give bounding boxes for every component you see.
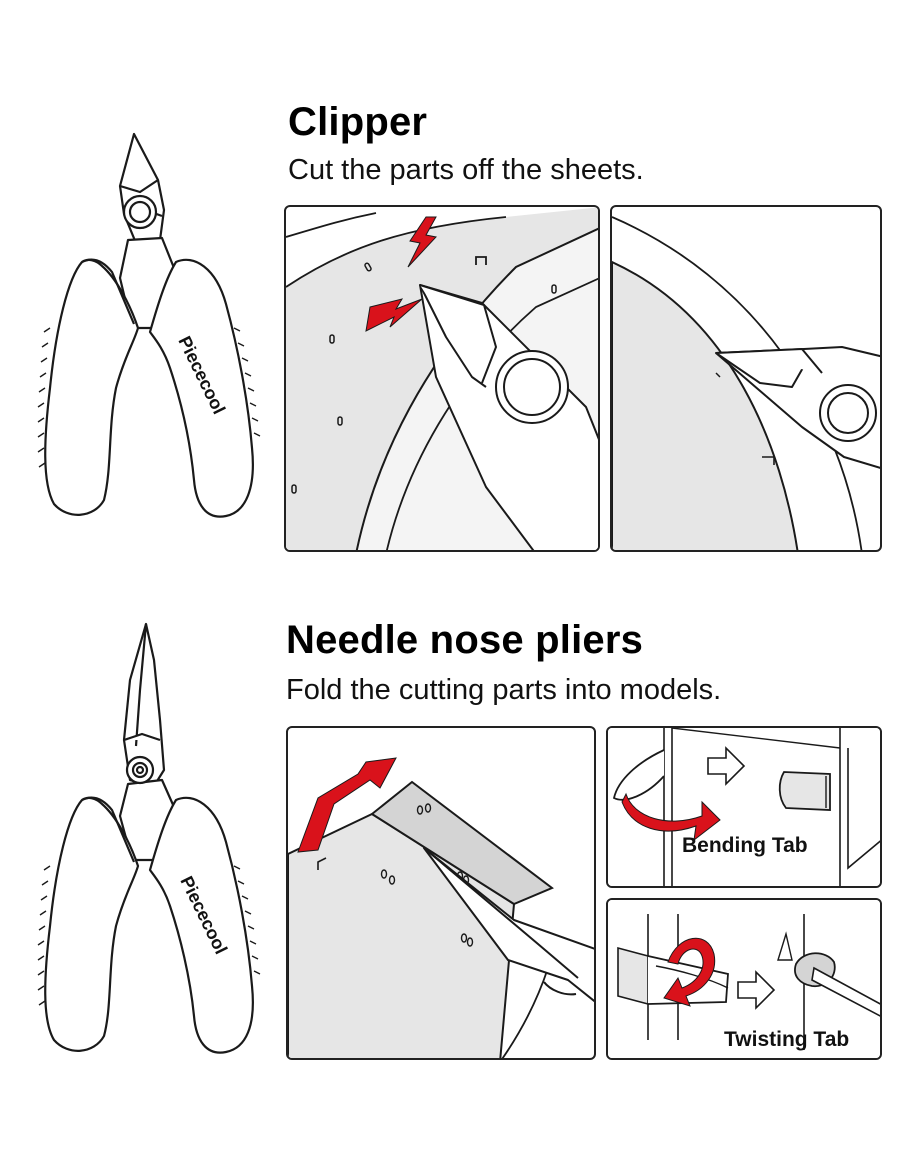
- twisting-tab-caption: Twisting Tab: [724, 1028, 850, 1051]
- side-cutter-icon: Piececool: [37, 132, 261, 518]
- pliers-fold-illustration: [288, 757, 594, 1058]
- clipper-closeup-illustration: [612, 216, 880, 550]
- twisting-tab-panel: Twisting Tab: [606, 898, 882, 1060]
- clipper-closeup-panel: [610, 205, 882, 552]
- section-title-needle-nose-pliers: Needle nose pliers: [286, 618, 644, 662]
- section-subtitle-clipper: Cut the parts off the sheets.: [288, 154, 644, 186]
- needle-nose-pliers-icon: Piececool: [37, 622, 261, 1054]
- section-subtitle-needle-nose-pliers: Fold the cutting parts into models.: [286, 674, 722, 706]
- clipper-cut-illustration: [286, 207, 598, 550]
- clipper-cut-panel: [284, 205, 600, 552]
- bending-tab-illustration: [608, 728, 880, 886]
- bending-tab-caption: Bending Tab: [682, 834, 808, 857]
- section-title-clipper: Clipper: [288, 100, 428, 144]
- pliers-fold-panel: [286, 726, 596, 1060]
- bending-tab-panel: Bending Tab: [606, 726, 882, 888]
- twisting-tab-illustration: [608, 900, 880, 1058]
